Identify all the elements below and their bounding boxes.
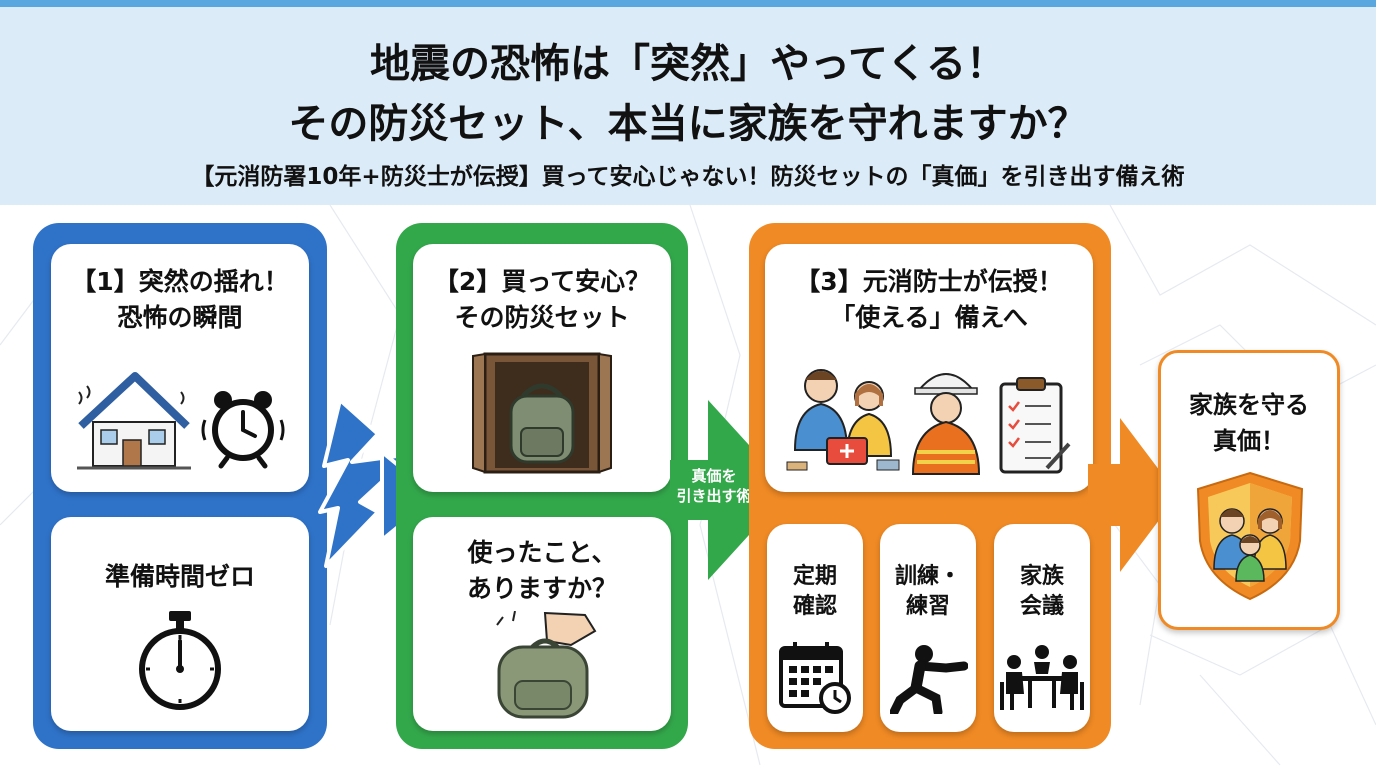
- shaking-house-icon: [77, 372, 191, 470]
- tip-regular-check-line-1: 定期: [792, 564, 837, 589]
- tip-regular-check-line-2: 確認: [792, 594, 837, 619]
- tip-card-family-meeting: 家族 会議: [994, 524, 1090, 732]
- family-checking-kit-icon: [786, 369, 900, 471]
- tip-training-line-2: 練習: [905, 594, 950, 619]
- top-stripe: [0, 0, 1376, 7]
- title-line-1: 地震の恐怖は「突然」やってくる！: [370, 41, 1006, 87]
- arrow-label: 真価を 引き出す術: [668, 466, 760, 506]
- checklist-clipboard-icon: [999, 377, 1071, 474]
- result-title-2: 真価！: [1213, 427, 1285, 455]
- card-usable-prep-title-2: 「使える」備えへ: [830, 303, 1028, 332]
- card-bought-set-title-2: その防災セット: [454, 303, 630, 332]
- arrow-label-line-2: 引き出す術: [676, 487, 752, 505]
- green-arrow: [670, 400, 790, 580]
- orange-arrow: [1088, 418, 1178, 572]
- card-bought-set-title-1: 【2】買って安心？: [433, 267, 651, 296]
- tip-card-regular-check: 定期 確認: [767, 524, 863, 732]
- family-meeting-icon: [1000, 645, 1084, 710]
- ringing-alarm-clock-icon: [201, 391, 285, 469]
- card-sudden-shake-title-1: 【1】突然の揺れ！: [71, 267, 289, 296]
- family-shield-icon: [1196, 471, 1304, 601]
- subtitle: 【元消防署10年+防災士が伝授】買って安心じゃない！防災セットの「真価」を引き出…: [191, 164, 1185, 190]
- training-person-icon: [890, 645, 968, 714]
- card-sudden-shake: 【1】突然の揺れ！ 恐怖の瞬間: [51, 244, 309, 492]
- result-card: 家族を守る 真価！: [1158, 350, 1340, 630]
- card-ever-used: 使ったこと、 ありますか？: [413, 517, 671, 731]
- card-zero-prep-time-title: 準備時間ゼロ: [104, 562, 255, 591]
- tip-card-training: 訓練・ 練習: [880, 524, 976, 732]
- card-bought-set: 【2】買って安心？ その防災セット: [413, 244, 671, 492]
- hand-lifting-backpack-icon: [496, 611, 597, 719]
- stopwatch-icon: [139, 611, 221, 710]
- card-ever-used-title-1: 使ったこと、: [467, 538, 617, 567]
- result-title-1: 家族を守る: [1189, 391, 1309, 419]
- header-band: 地震の恐怖は「突然」やってくる！ その防災セット、本当に家族を守れますか？ 【元…: [0, 7, 1376, 205]
- card-usable-prep: 【3】元消防士が伝授！ 「使える」備えへ: [765, 244, 1093, 492]
- firefighter-icon: [911, 373, 981, 475]
- tip-training-line-1: 訓練・: [894, 564, 961, 589]
- card-sudden-shake-title-2: 恐怖の瞬間: [117, 303, 243, 332]
- tip-family-meeting-line-2: 会議: [1019, 594, 1064, 619]
- card-zero-prep-time: 準備時間ゼロ: [51, 517, 309, 731]
- backpack-in-closet-icon: [472, 352, 612, 474]
- tip-family-meeting-line-1: 家族: [1019, 564, 1064, 589]
- card-ever-used-title-2: ありますか？: [466, 574, 617, 603]
- arrow-label-line-1: 真価を: [691, 467, 737, 485]
- calendar-clock-icon: [779, 642, 851, 714]
- card-usable-prep-title-1: 【3】元消防士が伝授！: [795, 267, 1063, 296]
- title-line-2: その防災セット、本当に家族を守れますか？: [288, 101, 1088, 147]
